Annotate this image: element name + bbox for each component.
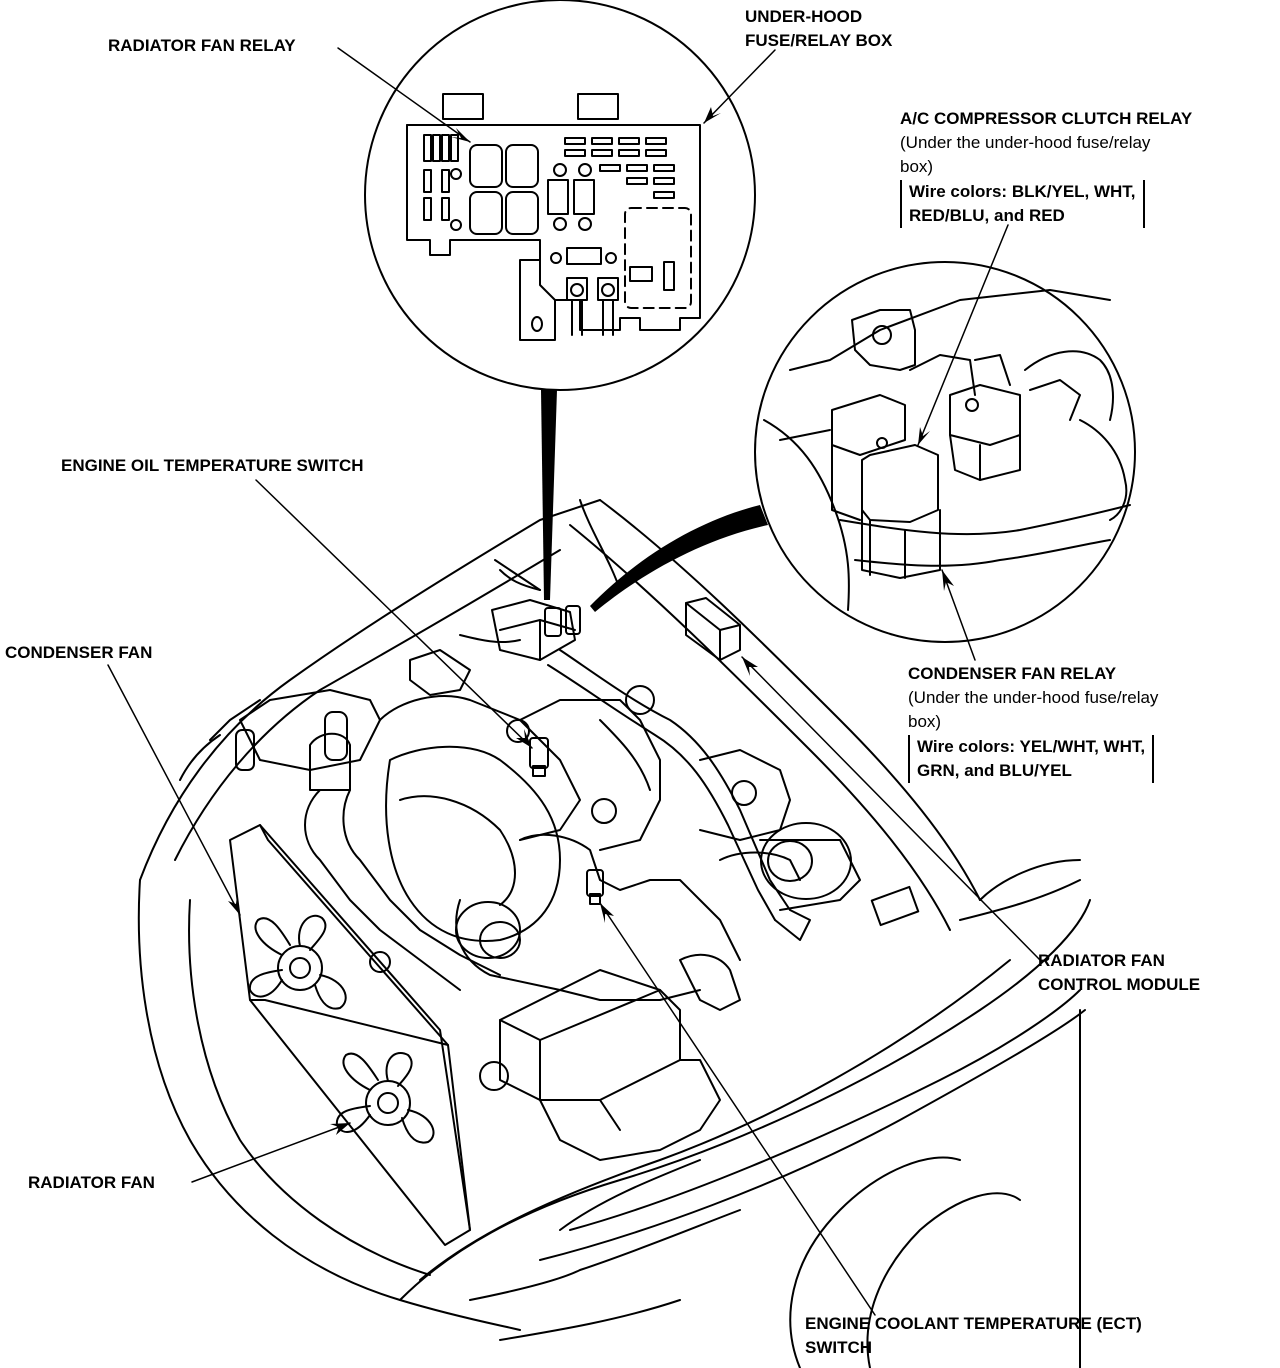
condenser-fan-relay-note-line1: (Under the under-hood fuse/relay [908, 688, 1159, 707]
radiator-fan-relay-label: RADIATOR FAN RELAY [108, 36, 296, 55]
condenser-fan-blades [248, 915, 347, 1010]
radiator-fan-control-module [685, 597, 741, 661]
ac-relay-note-line2: box) [900, 157, 934, 176]
under-hood-box-label-line1: UNDER-HOOD [745, 7, 863, 26]
condenser-fan-relay-wire-colors: Wire colors: YEL/WHT, WHT, GRN, and BLU/… [908, 735, 1155, 783]
leader-lines [107, 47, 1041, 1316]
ect-switch-part [586, 869, 604, 905]
relay-detail-circle [754, 261, 1136, 643]
radiator-fan-blades [335, 1052, 435, 1144]
fuse-relay-box-on-car [491, 599, 581, 661]
under-hood-box-label-line2: FUSE/RELAY BOX [745, 31, 893, 50]
ac-relay-wire-colors: Wire colors: BLK/YEL, WHT, RED/BLU, and … [900, 180, 1145, 228]
fuse-box-detail-circle [364, 0, 756, 391]
zoom-connector-right [590, 505, 768, 612]
ac-relay-wires-line2: RED/BLU, and RED [909, 206, 1065, 225]
ac-relay-label: A/C COMPRESSOR CLUTCH RELAY [900, 109, 1193, 128]
condenser-fan-label: CONDENSER FAN [5, 643, 153, 662]
condenser-fan-relay-wires-line1: Wire colors: YEL/WHT, WHT, [917, 737, 1146, 756]
car-body [137, 499, 1091, 1368]
engine-assembly [235, 559, 920, 1161]
ect-switch-label-line1: ENGINE COOLANT TEMPERATURE (ECT) [805, 1314, 1142, 1333]
ect-switch-label-line2: SWITCH [805, 1338, 873, 1357]
ac-relay-note-line1: (Under the under-hood fuse/relay [900, 133, 1151, 152]
radiator-assembly [229, 824, 471, 1246]
radiator-fan-control-module-line1: RADIATOR FAN [1038, 951, 1165, 970]
zoom-connector-top [541, 390, 557, 600]
condenser-fan-relay-wires-line2: GRN, and BLU/YEL [917, 761, 1072, 780]
condenser-fan-relay-label: CONDENSER FAN RELAY [908, 664, 1117, 683]
condenser-fan-relay-note-line2: box) [908, 712, 942, 731]
radiator-fan-control-module-line2: CONTROL MODULE [1038, 975, 1201, 994]
radiator-fan-label: RADIATOR FAN [28, 1173, 155, 1192]
engine-oil-temp-switch-label: ENGINE OIL TEMPERATURE SWITCH [61, 456, 364, 475]
ac-relay-wires-line1: Wire colors: BLK/YEL, WHT, [909, 182, 1136, 201]
engine-oil-temperature-switch-part [529, 737, 549, 777]
